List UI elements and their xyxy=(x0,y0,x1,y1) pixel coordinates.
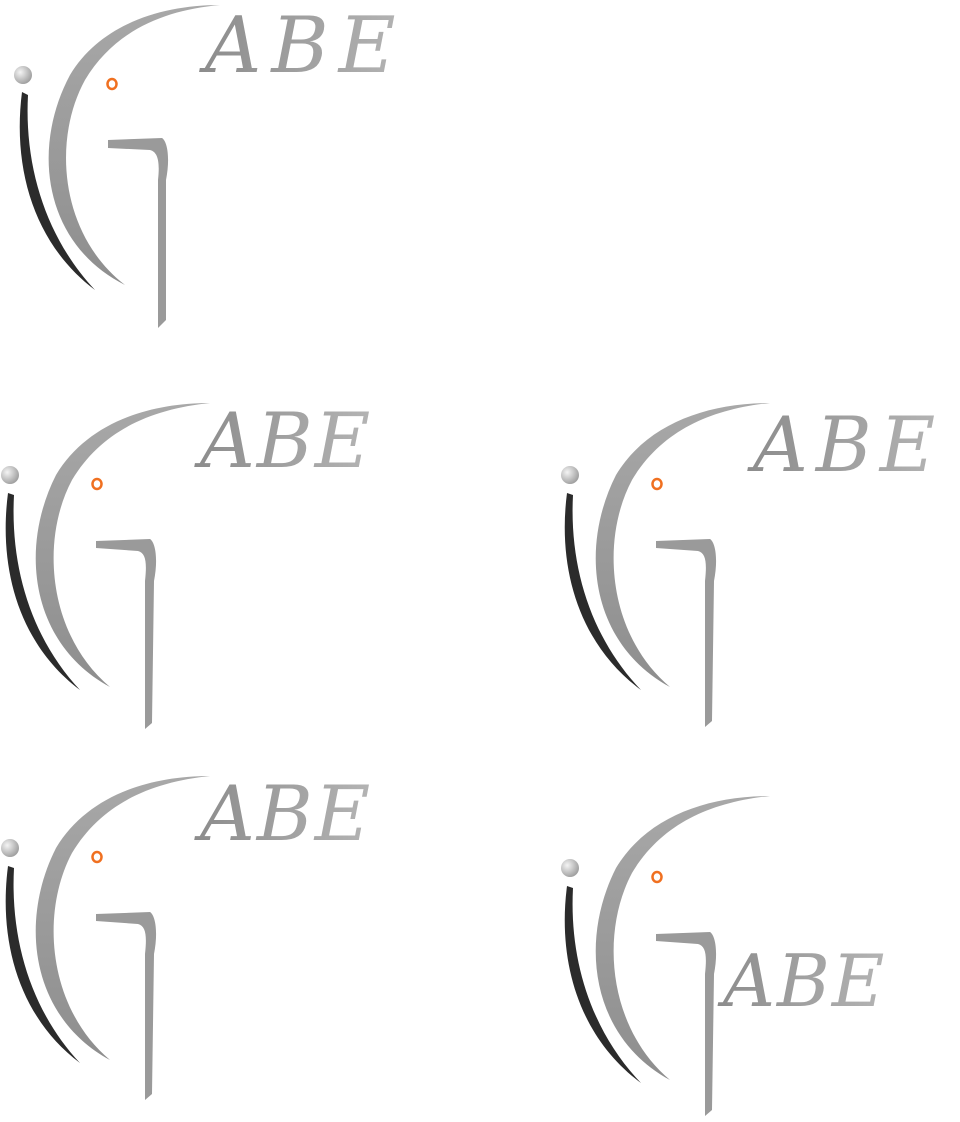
dark-swoosh-icon xyxy=(5,866,80,1063)
sphere-dot-icon xyxy=(14,66,32,84)
hook-seven-icon xyxy=(96,539,157,729)
dark-swoosh-icon xyxy=(564,493,641,690)
sphere-dot-icon xyxy=(561,859,579,877)
eye-right-icon xyxy=(106,77,118,91)
logo-wordmark: ABE xyxy=(747,400,943,489)
eye-right-icon xyxy=(91,477,103,491)
dark-swoosh-icon xyxy=(564,886,641,1083)
hook-seven-icon xyxy=(656,932,717,1116)
eye-right-icon xyxy=(91,850,103,864)
hook-seven-icon xyxy=(108,138,169,328)
sphere-dot-icon xyxy=(561,466,579,484)
logo-wordmark: ABE xyxy=(717,939,886,1023)
sphere-dot-icon xyxy=(1,466,19,484)
dark-swoosh-icon xyxy=(5,493,80,690)
sphere-dot-icon xyxy=(1,839,19,857)
logo-3: ABE xyxy=(555,395,960,735)
eye-right-icon xyxy=(651,477,663,491)
logo-4: ABE xyxy=(0,768,420,1108)
dark-swoosh-icon xyxy=(19,92,95,290)
eye-right-icon xyxy=(651,870,663,884)
logo-wordmark: ABE xyxy=(199,1,406,91)
logo-wordmark: ABE xyxy=(194,396,372,485)
logo-wordmark: ABE xyxy=(194,769,372,858)
logo-5: ABE xyxy=(555,788,960,1122)
hook-seven-icon xyxy=(96,912,157,1100)
hook-seven-icon xyxy=(656,539,717,727)
logo-1: ABE xyxy=(0,0,420,330)
logo-2: ABE xyxy=(0,395,420,735)
